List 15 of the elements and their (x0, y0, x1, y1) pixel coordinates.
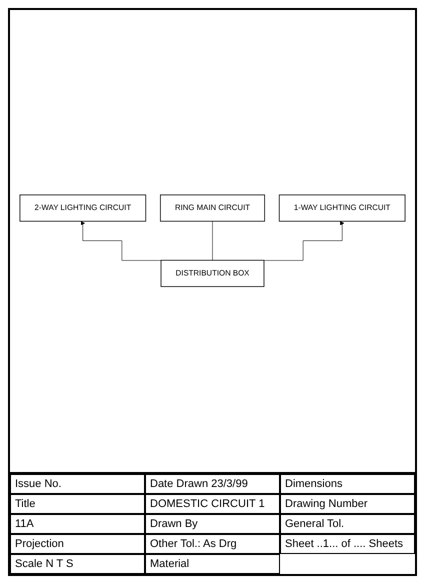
title-block-cell: Dimensions (280, 474, 415, 494)
title-block-cell: Title (10, 494, 145, 514)
title-block-cell: Sheet ..1... of .... Sheets (280, 534, 415, 554)
title-block-cell: Material (145, 554, 280, 574)
title-block-cell: Date Drawn 23/3/99 (145, 474, 280, 494)
title-block-cell: 11A (10, 514, 145, 534)
connector (212, 221, 213, 261)
title-block-cell: Drawing Number (280, 494, 415, 514)
title-block-cell: DOMESTIC CIRCUIT 1 (145, 494, 280, 514)
title-block-cell: General Tol. (280, 514, 415, 534)
title-block-cell: Scale N T S (10, 554, 145, 574)
title-block-cell: Projection (10, 534, 145, 554)
title-block-cell: Issue No. (10, 474, 145, 494)
title-block-cell: Drawn By (145, 514, 280, 534)
title-block-cell: Other Tol.: As Drg (145, 534, 280, 554)
